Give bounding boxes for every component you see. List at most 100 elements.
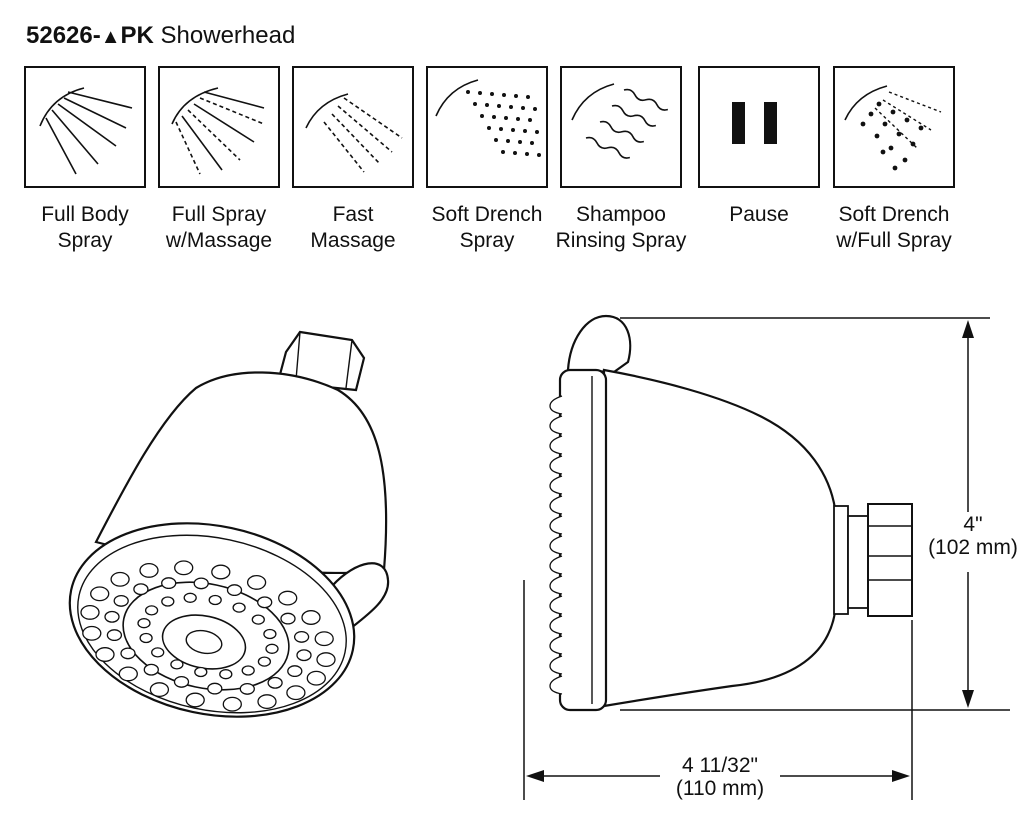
spray-mode-soft-drench-full-spray: Soft Drench w/Full Spray (833, 66, 969, 254)
fast-massage-icon (292, 66, 414, 188)
spray-dot (521, 106, 525, 110)
soft-drench-full-spray-icon (833, 66, 955, 188)
nozzle (549, 435, 563, 455)
nozzle (257, 694, 277, 710)
pause-icon (698, 66, 820, 188)
nozzle (239, 682, 255, 695)
showerhead-perspective-view (68, 330, 390, 718)
spray-mode-full-spray-massage: Full Spray w/Massage (158, 66, 294, 254)
nozzle (549, 415, 563, 435)
nozzle (296, 649, 312, 662)
nozzle (161, 577, 177, 590)
spray-mode-pause: Pause (698, 66, 834, 228)
nozzle (161, 596, 175, 607)
spray-dot (490, 92, 494, 96)
spray-dot (492, 115, 496, 119)
spray-dot (896, 131, 902, 137)
nozzle (193, 577, 209, 590)
spray-dot (525, 152, 529, 156)
spray-dot (528, 118, 532, 122)
nozzle (208, 594, 222, 606)
mode-label: Full Spray w/Massage (165, 203, 273, 252)
spray-dot (537, 153, 541, 157)
spray-dot (880, 149, 886, 155)
spray-dot (876, 101, 882, 107)
nozzle (306, 670, 326, 686)
spray-dot (473, 102, 477, 106)
nozzle (549, 655, 563, 675)
spray-mode-fast-massage: Fast Massage (292, 66, 428, 254)
nozzle (226, 584, 243, 597)
spray-dot (502, 93, 506, 97)
nozzle (241, 665, 255, 676)
spray-mode-soft-drench: Soft Drench Spray (426, 66, 562, 254)
mode-label: Full Body Spray (41, 203, 129, 252)
nozzle (265, 643, 279, 654)
spray-mode-shampoo-rinsing: Shampoo Rinsing Spray (556, 66, 696, 254)
nozzle (80, 604, 100, 620)
nozzle (151, 647, 165, 658)
nozzle (301, 610, 321, 625)
mode-label: Fast Massage (310, 203, 396, 252)
spray-dot (860, 121, 866, 127)
spray-dot (530, 141, 534, 145)
nozzle (280, 612, 296, 625)
spray-dot (910, 141, 916, 147)
soft-drench-spray-icon (426, 66, 548, 188)
full-body-spray-icon (24, 66, 146, 188)
product-drawing (68, 314, 1010, 800)
nozzle (173, 675, 190, 688)
spray-dot (516, 117, 520, 121)
nozzle (246, 574, 267, 590)
mode-label: Shampoo Rinsing Spray (555, 203, 687, 252)
nozzle (232, 602, 246, 613)
nozzle (257, 596, 273, 609)
spray-dot (466, 90, 470, 94)
spray-dot (511, 128, 515, 132)
nozzle (149, 682, 170, 698)
spray-dot (882, 121, 888, 127)
spray-dot (487, 126, 491, 130)
nozzle (90, 586, 110, 602)
spray-dot (523, 129, 527, 133)
nozzle (194, 666, 208, 678)
nozzle (170, 659, 184, 670)
nozzle (120, 647, 136, 660)
nozzle (113, 594, 129, 607)
nozzle (267, 676, 283, 689)
nozzle (549, 455, 563, 475)
nozzle (251, 614, 265, 625)
depth-dimension-label: 4 11/32" (110 mm) (675, 754, 765, 800)
product-name: Showerhead (160, 22, 296, 49)
nozzle (185, 692, 205, 708)
nozzle (287, 665, 303, 678)
spray-dot (533, 107, 537, 111)
spray-dot (504, 116, 508, 120)
spray-dot (918, 125, 924, 131)
nozzle (207, 682, 223, 695)
mode-label: Pause (729, 203, 789, 226)
mode-label: Soft Drench Spray (431, 203, 543, 252)
spray-dot (868, 111, 874, 117)
showerhead-side-view (549, 314, 913, 712)
nozzle (95, 647, 115, 662)
nozzle (549, 635, 563, 655)
finish-triangle: ▲ (100, 26, 121, 48)
nozzle (143, 663, 159, 676)
page-title: 52626-▲PK Showerhead (26, 22, 295, 50)
spray-dot (501, 150, 505, 154)
nozzle (211, 564, 231, 580)
spray-dot (506, 139, 510, 143)
nozzle (144, 605, 159, 616)
spray-dot (499, 127, 503, 131)
nozzle (549, 515, 563, 535)
spray-dot (497, 104, 501, 108)
spray-dot (535, 130, 539, 134)
nozzle (549, 495, 563, 515)
nozzle (263, 628, 277, 640)
spray-dot (478, 91, 482, 95)
nozzle (139, 562, 159, 578)
full-spray-massage-icon (158, 66, 280, 188)
nozzle (549, 595, 563, 615)
nozzle (222, 696, 242, 712)
